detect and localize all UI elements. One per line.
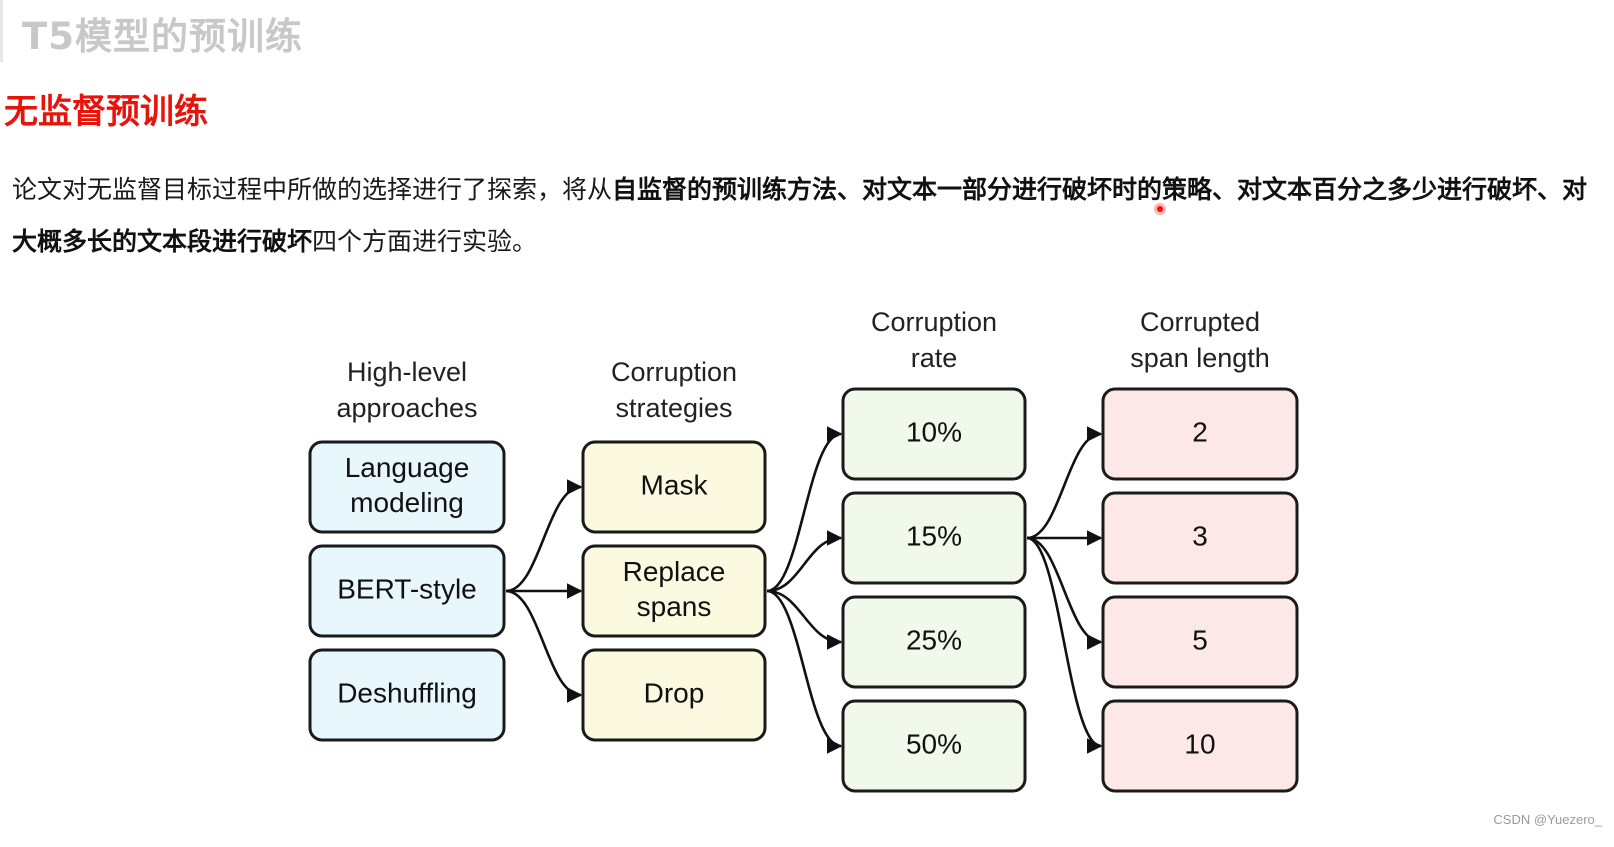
diagram-box-label: 3 bbox=[1192, 520, 1208, 551]
diagram-box: 3 bbox=[1101, 491, 1299, 585]
diagram-box-label: Language bbox=[345, 452, 470, 483]
diagram-box-rect bbox=[308, 440, 506, 534]
diagram-box-rect bbox=[581, 648, 767, 742]
diagram-arrow bbox=[766, 530, 843, 593]
diagram-box: 10 bbox=[1101, 699, 1299, 793]
diagram-box: 10% bbox=[841, 387, 1027, 481]
diagram-arrow bbox=[505, 589, 583, 703]
diagram-box: BERT-style bbox=[308, 544, 506, 638]
diagram-box-label: Deshuffling bbox=[337, 677, 477, 708]
diagram-box: Deshuffling bbox=[308, 648, 506, 742]
pointer-dot bbox=[1154, 203, 1166, 215]
column-title-line: Corruption bbox=[871, 307, 997, 337]
intro-paragraph: 论文对无监督目标过程中所做的选择进行了探索，将从自监督的预训练方法、对文本一部分… bbox=[12, 164, 1602, 268]
section-title: 无监督预训练 bbox=[4, 92, 208, 132]
intro-text-part1: 论文对无监督目标过程中所做的选择进行了探索，将从 bbox=[12, 175, 613, 204]
diagram-box: Replace spans bbox=[581, 544, 767, 638]
diagram-box-label: 10% bbox=[906, 416, 962, 447]
diagram-box-label: BERT-style bbox=[337, 573, 477, 604]
diagram-arrow bbox=[1026, 536, 1103, 754]
diagram-box-label: 10 bbox=[1184, 728, 1215, 759]
diagram-box-label: Mask bbox=[641, 469, 709, 500]
diagram-arrow bbox=[766, 589, 843, 754]
diagram-box-label: Replace bbox=[623, 556, 726, 587]
diagram-box-label: 15% bbox=[906, 520, 962, 551]
diagram-box: Mask bbox=[581, 440, 767, 534]
diagram-box-label: 2 bbox=[1192, 416, 1208, 447]
diagram-box: 50% bbox=[841, 699, 1027, 793]
diagram-box: 5 bbox=[1101, 595, 1299, 689]
diagram-box: Language modeling bbox=[308, 440, 506, 534]
diagram-box: 2 bbox=[1101, 387, 1299, 481]
diagram-arrow bbox=[505, 479, 583, 593]
diagram-box: 25% bbox=[841, 595, 1027, 689]
diagram-box-rect bbox=[1101, 699, 1299, 793]
intro-text-bold: 自监督的预训练方法、对文本一部分进行破坏时的策略、对文本百分之多少进行破坏、对大… bbox=[12, 175, 1588, 256]
diagram-box-label: 50% bbox=[906, 728, 962, 759]
diagram-box-label: Drop bbox=[644, 677, 705, 708]
diagram-box-label: 5 bbox=[1192, 624, 1208, 655]
left-edge-rule bbox=[0, 0, 3, 62]
diagram-box-rect bbox=[1101, 491, 1299, 585]
diagram-box-rect bbox=[841, 699, 1027, 793]
diagram-box-label: spans bbox=[637, 591, 712, 622]
diagram-box-label: modeling bbox=[350, 487, 464, 518]
page-title: T5模型的预训练 bbox=[22, 15, 303, 58]
column-title-line: Corrupted bbox=[1140, 307, 1260, 337]
watermark: CSDN @Yuezero_ bbox=[1493, 812, 1602, 827]
diagram-box-rect bbox=[581, 544, 767, 638]
column-title-line: approaches bbox=[336, 393, 477, 423]
diagram-arrow bbox=[1026, 536, 1103, 650]
diagram-arrow bbox=[1026, 426, 1103, 540]
diagram-box-rect bbox=[1101, 595, 1299, 689]
diagram-box-rect bbox=[308, 648, 506, 742]
titles-layer: High-level approaches Corruption strategies… bbox=[336, 307, 1269, 423]
intro-text-part2: 四个方面进行实验。 bbox=[312, 227, 538, 256]
diagram-box-rect bbox=[308, 544, 506, 638]
diagram-box-rect bbox=[841, 491, 1027, 585]
column-title-line: strategies bbox=[615, 393, 732, 423]
edges-layer bbox=[505, 426, 1103, 754]
diagram-box-rect bbox=[1101, 387, 1299, 481]
column-title-line: High-level bbox=[347, 357, 467, 387]
diagram-box-rect bbox=[841, 595, 1027, 689]
diagram-arrow bbox=[766, 426, 843, 593]
diagram-box-rect bbox=[841, 387, 1027, 481]
diagram-arrow bbox=[766, 589, 843, 650]
diagram-box-label: 25% bbox=[906, 624, 962, 655]
column-title-line: Corruption bbox=[611, 357, 737, 387]
diagram-box: Drop bbox=[581, 648, 767, 742]
diagram-box-rect bbox=[581, 440, 767, 534]
column-title-line: span length bbox=[1130, 343, 1270, 373]
diagram-box: 15% bbox=[841, 491, 1027, 585]
column-title-line: rate bbox=[911, 343, 958, 373]
